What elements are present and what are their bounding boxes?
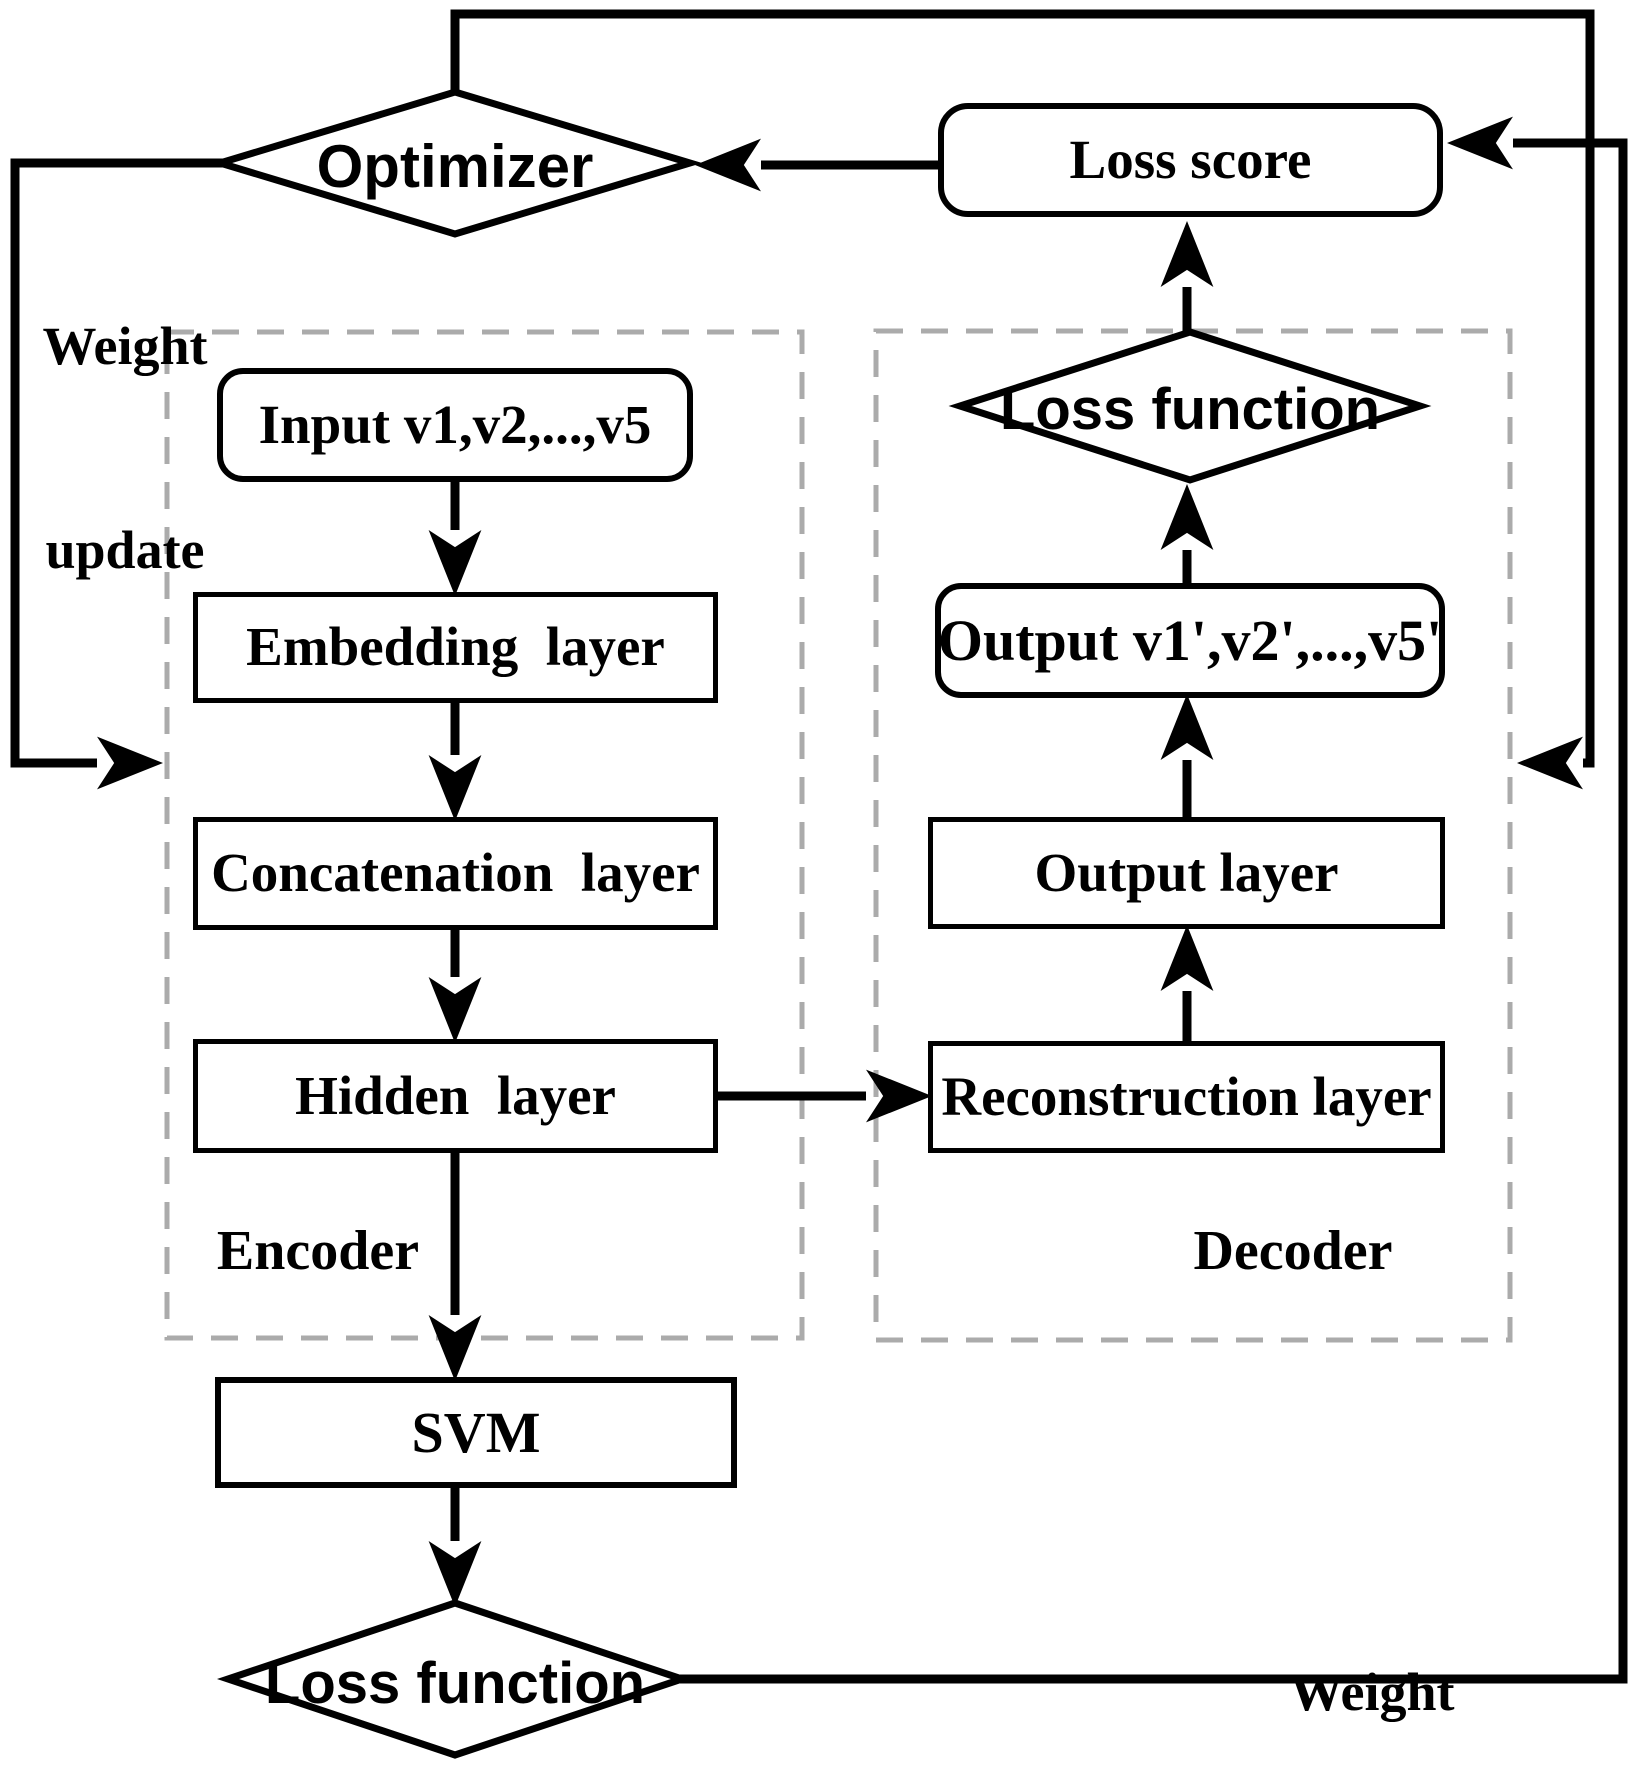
svm-loss-function-label: Loss function xyxy=(264,1651,646,1716)
output-layer-label: Output layer xyxy=(1034,841,1339,903)
arrow-optimizer-to-decoder xyxy=(450,9,1595,790)
arrow-bottom-loss-function-to-loss-score xyxy=(680,116,1628,1684)
loss-score-node: Loss score xyxy=(938,103,1443,217)
decoder-label: Decoder xyxy=(1193,1220,1393,1282)
weight-update-top-line1: Weight xyxy=(42,316,208,376)
svm-label: SVM xyxy=(411,1399,541,1465)
weight-update-top-label: Weight update xyxy=(18,176,232,720)
input-label: Input v1,v2,...,v5 xyxy=(258,393,652,455)
embedding-layer-label: Embedding layer xyxy=(246,616,665,678)
output-layer-node: Output layer xyxy=(928,817,1445,929)
output-label: Output v1',v2',...,v5' xyxy=(937,607,1443,673)
encoder-dashed-box xyxy=(164,329,805,1341)
hidden-layer-label: Hidden layer xyxy=(295,1064,616,1126)
hidden-layer-node: Hidden layer xyxy=(193,1039,718,1153)
weight-update-top-line2: update xyxy=(45,520,205,580)
svm-node: SVM xyxy=(215,1377,737,1488)
optimizer-label: Optimizer xyxy=(316,133,594,200)
svm-loss-function-diamond xyxy=(216,1599,694,1759)
reconstruction-layer-label: Reconstruction layer xyxy=(941,1065,1432,1127)
loss-score-label: Loss score xyxy=(1069,128,1312,190)
output-node: Output v1',v2',...,v5' xyxy=(935,583,1445,698)
weight-update-bottom-label: Weight update xyxy=(1262,1522,1482,1766)
concatenation-layer-label: Concatenation layer xyxy=(211,842,700,904)
embedding-layer-node: Embedding layer xyxy=(193,592,718,703)
decoder-loss-function-label: Loss function xyxy=(999,377,1381,442)
encoder-label: Encoder xyxy=(216,1220,420,1282)
reconstruction-layer-node: Reconstruction layer xyxy=(928,1041,1445,1153)
arrow-optimizer-to-encoder xyxy=(10,158,226,790)
optimizer-diamond xyxy=(207,88,703,238)
decoder-loss-function-diamond xyxy=(948,328,1432,484)
input-node: Input v1,v2,...,v5 xyxy=(217,368,693,482)
weight-update-bottom-line1: Weight xyxy=(1289,1662,1455,1722)
concatenation-layer-node: Concatenation layer xyxy=(193,817,718,930)
